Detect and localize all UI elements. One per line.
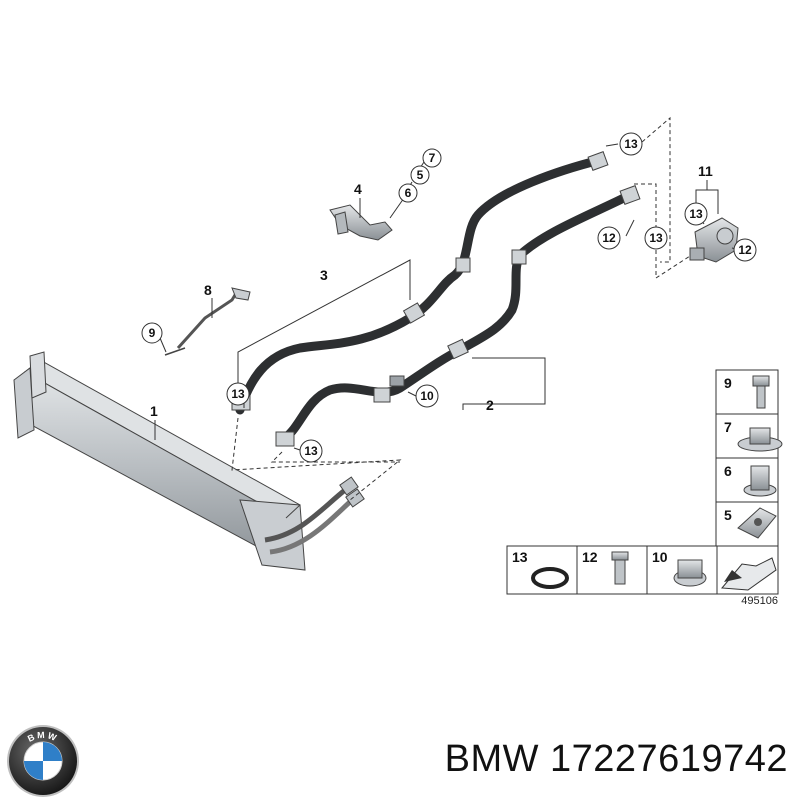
oil-cooler [13,351,365,571]
svg-text:10: 10 [652,549,668,565]
thermostat-valve [689,217,739,263]
product-caption: BMW 17227619742 [444,738,788,780]
legend-bolt-12: 12 [582,549,629,585]
callout-10: 10 [420,389,434,403]
callout-12-a: 12 [602,231,616,245]
legend-nut-10: 10 [652,549,707,587]
parts-diagram: 1 2 3 4 8 11 7 5 6 9 10 13 13 13 13 12 1… [13,116,783,607]
callout-6: 6 [405,186,412,200]
callout-13-c: 13 [624,137,638,151]
legend-nut-7: 7 [724,419,783,452]
callout-13-a: 13 [231,387,245,401]
retaining-rod [164,287,251,356]
legend-o-ring-13: 13 [512,549,569,589]
svg-text:5: 5 [724,507,732,523]
diagram-reference-number: 495106 [741,595,778,607]
svg-text:9: 9 [724,375,732,391]
svg-text:13: 13 [512,549,528,565]
label-3: 3 [320,267,328,283]
callout-13-d: 13 [689,207,703,221]
label-4: 4 [354,181,362,197]
callout-9: 9 [149,326,156,340]
circled-callouts: 7 5 6 9 10 13 13 13 13 12 13 12 [141,132,757,463]
callout-5: 5 [417,168,424,182]
leader-lines [154,143,741,451]
svg-text:12: 12 [582,549,598,565]
label-11: 11 [698,163,713,179]
legend-arrow-icon [720,557,777,591]
svg-text:BMW: BMW [26,730,60,744]
label-2: 2 [486,397,494,413]
label-8: 8 [204,282,212,298]
svg-text:6: 6 [724,463,732,479]
legend-clip-5: 5 [724,507,777,539]
callout-7: 7 [429,151,436,165]
callout-13-e: 13 [649,231,663,245]
callout-12-b: 12 [738,243,752,257]
callout-13-b: 13 [304,444,318,458]
hose-bracket [329,204,393,241]
legend-sleeve-6: 6 [724,463,777,497]
dashed-leaders [231,116,691,501]
part-labels: 1 2 3 4 8 11 [150,163,713,419]
oil-hose-lower [275,185,641,447]
svg-text:7: 7 [724,419,732,435]
bmw-logo-icon: BMW [7,725,79,797]
legend-bolt-9: 9 [724,375,770,409]
label-1: 1 [150,403,158,419]
